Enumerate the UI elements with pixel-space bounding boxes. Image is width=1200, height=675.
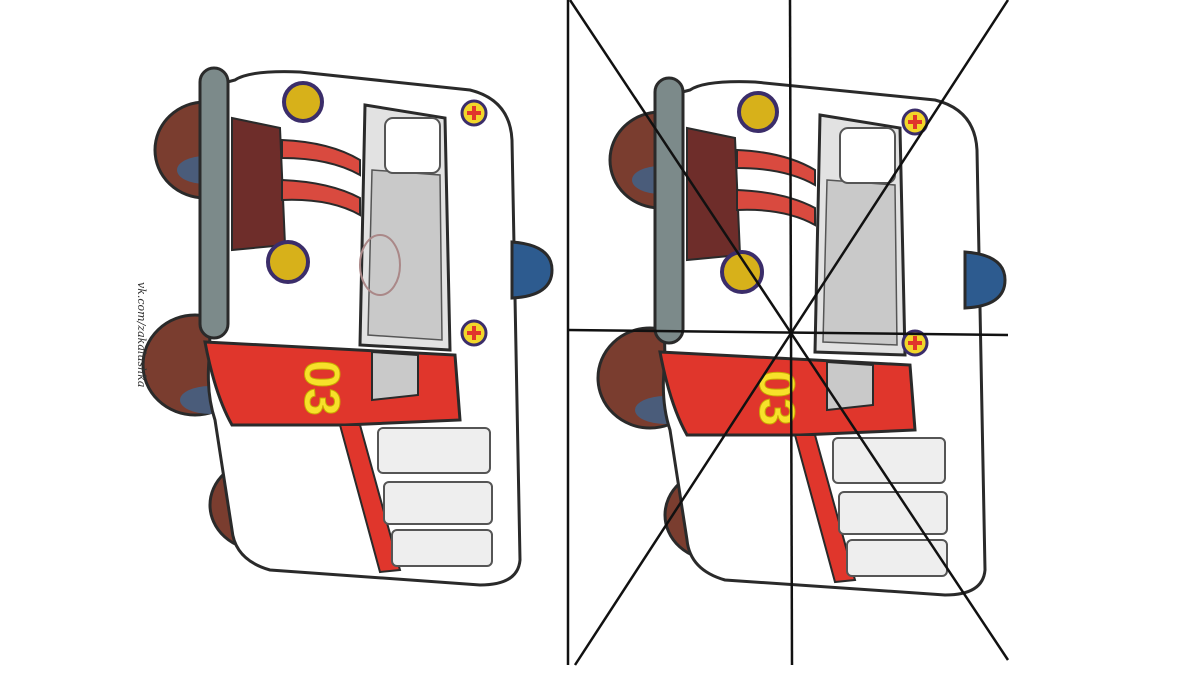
roof-lamp-1 (282, 81, 324, 123)
cut-line-diagonal-1 (568, 0, 1010, 661)
vehicle-number: 03 (294, 360, 350, 416)
red-cross-badge-top (901, 108, 929, 136)
front-panel (686, 126, 742, 262)
red-vertical-stripe (793, 434, 857, 584)
right-picture: 03 (560, 0, 1200, 675)
grille-slot-3 (846, 539, 948, 577)
blue-siren (963, 250, 1007, 310)
red-cross-badge-bottom (901, 329, 929, 357)
roof-lamp-2 (720, 250, 764, 294)
left-picture: 03 vk.com/zakalushka (135, 66, 554, 587)
front-bumper (653, 76, 685, 345)
red-stripe-1 (281, 138, 361, 177)
watermark-text: vk.com/zakalushka (135, 282, 148, 388)
grille-slot-1 (377, 427, 491, 474)
red-cross-badge-bottom (460, 319, 488, 347)
red-cross-badge-top (460, 99, 488, 127)
vehicle-number: 03 (749, 370, 805, 426)
grille-slot-2 (383, 481, 493, 525)
front-bumper (198, 66, 230, 340)
roof-lamp-2 (266, 240, 310, 284)
cut-line-diagonal-2 (573, 0, 1010, 666)
red-vertical-stripe (338, 424, 402, 574)
ambulance-illustration: 03 (141, 66, 554, 587)
blue-siren (510, 240, 554, 300)
grille-slot-3 (391, 529, 493, 567)
red-stripe-2 (281, 178, 361, 217)
grille-slot-1 (832, 437, 946, 484)
grille-slot-2 (838, 491, 948, 535)
cut-line-horizontal (567, 328, 1009, 337)
roof-lamp-1 (737, 91, 779, 133)
front-panel (231, 116, 287, 252)
ambulance-puzzle-illustration: 03 (566, 0, 1010, 666)
